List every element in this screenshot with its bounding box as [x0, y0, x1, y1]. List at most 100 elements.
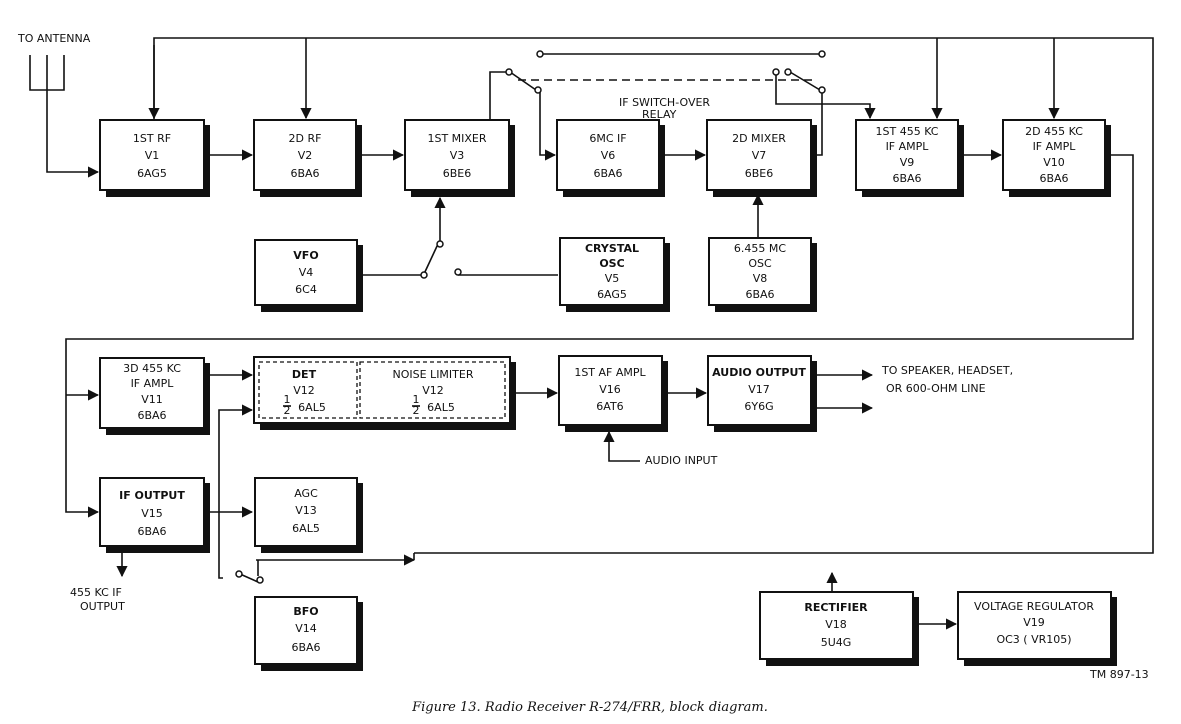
wire-mix1-relay: [489, 71, 508, 120]
block-label: IF OUTPUT: [119, 489, 185, 502]
block-label: 1ST 455 KC: [876, 125, 939, 138]
tube-label: V8: [753, 272, 768, 285]
block-label-2: OSC: [748, 257, 772, 270]
relay-contact-1: [505, 68, 513, 76]
tube-label: V4: [299, 266, 314, 279]
tube-type: 6BA6: [137, 525, 166, 538]
block-1st-455kc-if: 1ST 455 KC IF AMPL V9 6BA6: [855, 119, 964, 197]
osc-contact-3: [454, 268, 462, 276]
block-label-2: IF AMPL: [1033, 140, 1077, 153]
noise-limiter-label: NOISE LIMITER: [393, 368, 474, 381]
tube-label: V11: [141, 393, 163, 406]
block-label: 1ST MIXER: [427, 132, 486, 145]
block-voltage-regulator: VOLTAGE REGULATOR V19 OC3 ( VR105): [957, 591, 1117, 666]
tube-label: V9: [900, 156, 915, 169]
block-label: 2D 455 KC: [1025, 125, 1083, 138]
tube-label: V13: [295, 504, 317, 517]
block-bfo: BFO V14 6BA6: [254, 596, 363, 671]
block-2d-rf: 2D RF V2 6BA6: [253, 119, 362, 197]
block-label: 2D RF: [289, 132, 322, 145]
antenna-label: TO ANTENNA: [17, 32, 91, 45]
tube-type: 6BA6: [290, 167, 319, 180]
tube-type: 6Y6G: [744, 400, 773, 413]
tube-type: 6BA6: [593, 167, 622, 180]
tube-label: V10: [1043, 156, 1065, 169]
wire-audio-input: [603, 430, 640, 462]
relay-contact-5: [784, 68, 792, 76]
det-label: DET: [292, 368, 317, 381]
block-if-output: IF OUTPUT V15 6BA6: [99, 477, 210, 553]
relay-contact-7: [772, 68, 780, 76]
block-label: 6.455 MC: [734, 242, 786, 255]
relay-switch-a: [509, 71, 537, 91]
relay-label-2: RELAY: [642, 108, 677, 121]
tube-label: V5: [605, 272, 620, 285]
block-label-2: OSC: [599, 257, 624, 270]
audio-input-label: AUDIO INPUT: [645, 454, 718, 467]
relay-contact-6: [818, 86, 826, 94]
block-label: RECTIFIER: [804, 601, 868, 614]
block-audio-output: AUDIO OUTPUT V17 6Y6G: [707, 355, 817, 432]
tube-label: V3: [450, 149, 465, 162]
tube-type: 6C4: [295, 283, 317, 296]
block-label: 6MC IF: [589, 132, 626, 145]
tube-label: V2: [298, 149, 313, 162]
block-label: 2D MIXER: [732, 132, 786, 145]
tube-label: V7: [752, 149, 767, 162]
block-1st-mixer: 1ST MIXER V3 6BE6: [404, 119, 515, 197]
bfo-switch: [239, 573, 259, 583]
osc-contact-1: [420, 271, 428, 279]
block-6455mc-osc: 6.455 MC OSC V8 6BA6: [708, 237, 817, 312]
tube-type: 5U4G: [821, 636, 852, 649]
det-tube-label: V12: [293, 384, 315, 397]
det-tube-type: 6AL5: [298, 401, 326, 414]
block-label: CRYSTAL: [585, 242, 639, 255]
tube-label: V6: [601, 149, 616, 162]
figure-id: TM 897-13: [1089, 668, 1149, 681]
figure-caption: Figure 13. Radio Receiver R-274/FRR, blo…: [411, 700, 768, 715]
tube-label: V18: [825, 618, 847, 631]
det-subblock: [258, 361, 358, 419]
det-fraction-num: 1: [284, 393, 291, 406]
osc-contact-2: [436, 240, 444, 248]
block-label-2: IF AMPL: [131, 377, 175, 390]
bfo-contact-1: [235, 570, 243, 578]
block-3d-455kc-if: 3D 455 KC IF AMPL V11 6BA6: [99, 357, 210, 435]
tube-label: V19: [1023, 616, 1045, 629]
block-label: AUDIO OUTPUT: [712, 366, 806, 379]
wire-relay-if6: [539, 90, 557, 161]
tube-type: 6BE6: [443, 167, 472, 180]
noise-limiter-subblock: [359, 361, 506, 419]
tube-type: 6AG5: [597, 288, 627, 301]
relay-contact-4: [818, 50, 826, 58]
tube-label: V1: [145, 149, 160, 162]
nl-tube-type: 6AL5: [427, 401, 455, 414]
block-label-2: IF AMPL: [886, 140, 930, 153]
relay-contact-3: [536, 50, 544, 58]
antenna-icon: [29, 55, 98, 172]
osc-switch: [423, 243, 439, 275]
tube-label: V15: [141, 507, 163, 520]
det-fraction-den: 2: [284, 404, 291, 417]
block-agc: AGC V13 6AL5: [254, 477, 363, 553]
block-2d-455kc-if: 2D 455 KC IF AMPL V10 6BA6: [1002, 119, 1111, 197]
wire-bfo-det: [218, 404, 254, 579]
block-label: BFO: [293, 605, 318, 618]
speaker-label-2: OR 600-OHM LINE: [886, 382, 986, 395]
block-vfo: VFO V4 6C4: [254, 239, 363, 312]
if-output-label-2: OUTPUT: [80, 600, 125, 613]
block-label: 1ST AF AMPL: [574, 366, 646, 379]
tube-type: 6BA6: [1039, 172, 1068, 185]
nl-fraction-num: 1: [413, 393, 420, 406]
nl-tube-label: V12: [422, 384, 444, 397]
tube-label: V16: [599, 383, 621, 396]
block-det-noise-limiter: DET V12 1 2 6AL5 NOISE LIMITER V12 1 2 6…: [253, 356, 516, 430]
tube-type: OC3 ( VR105): [996, 633, 1071, 646]
tube-type: 6AG5: [137, 167, 167, 180]
nl-fraction-den: 2: [413, 404, 420, 417]
block-1st-rf: 1ST RF V1 6AG5: [99, 119, 210, 197]
block-label: 3D 455 KC: [123, 362, 181, 375]
tube-type: 6BA6: [137, 409, 166, 422]
bfo-contact-2: [256, 576, 264, 584]
tube-type: 6BA6: [745, 288, 774, 301]
